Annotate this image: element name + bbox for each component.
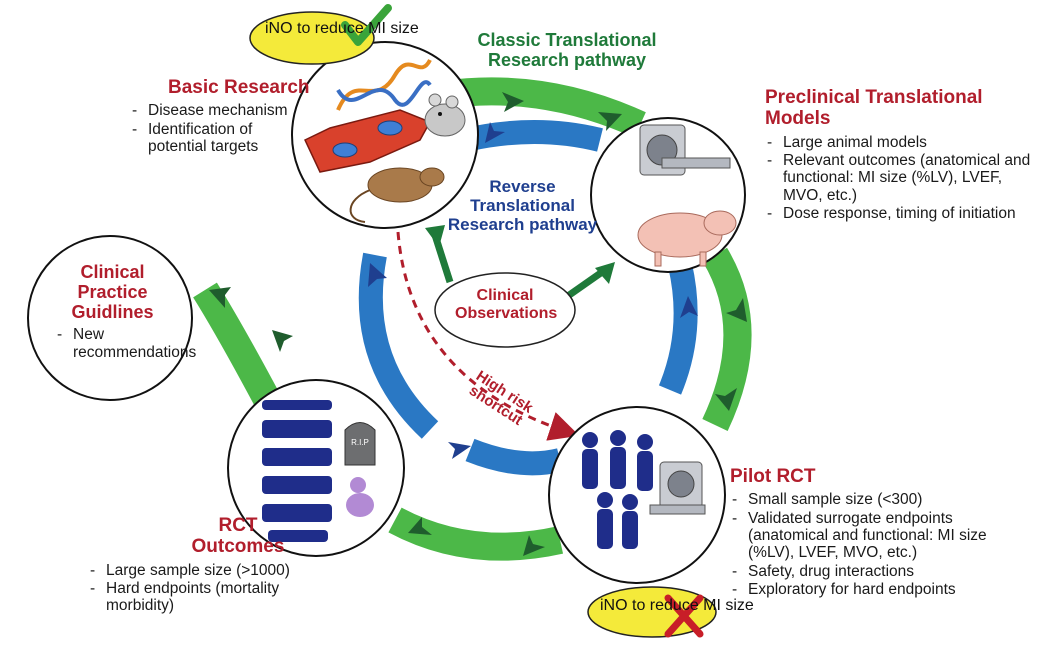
preclinical-block: Preclinical Translational Models Large a… xyxy=(765,87,1040,223)
list-item: Large animal models xyxy=(765,134,1040,152)
ino-callout-bottom xyxy=(587,586,717,638)
chevron-icon xyxy=(523,535,545,556)
x-mark-icon xyxy=(664,594,704,638)
high-risk-shortcut-arrow xyxy=(396,231,580,441)
clinical-observations-ellipse xyxy=(434,272,576,348)
ill-patient-icon xyxy=(346,477,374,517)
list-item: Small sample size (<300) xyxy=(730,491,1030,509)
chevron-icon xyxy=(209,287,231,308)
ino-bottom-label: iNO to reduce MI size xyxy=(600,597,754,614)
preclinical-title: Preclinical Translational Models xyxy=(765,87,983,130)
list-item: Large sample size (>1000) xyxy=(88,562,338,580)
chevron-icon xyxy=(726,298,747,322)
rct-outcomes-block: RCT Outcomes Large sample size (>1000) H… xyxy=(88,515,338,616)
list-item: Identification of potential targets xyxy=(130,121,298,156)
list-item: Hard endpoints (mortality morbidity) xyxy=(88,580,321,615)
list-item: Exploratory for hard endpoints xyxy=(730,581,1030,599)
clinical-observations-arrows xyxy=(425,225,615,301)
rat-icon xyxy=(349,167,445,223)
basic-research-title: Basic Research xyxy=(168,77,310,98)
chevron-icon xyxy=(715,388,737,411)
mouse-icon xyxy=(424,93,466,137)
clinical-practice-block: Clinical Practice Guidlines New recommen… xyxy=(55,262,196,362)
checkmark-icon xyxy=(341,4,392,46)
pilot-rct-block: Pilot RCT Small sample size (<300) Valid… xyxy=(730,466,1030,599)
tombstone-icon: R.I.P xyxy=(344,422,376,466)
list-item: Validated surrogate endpoints (anatomica… xyxy=(730,510,1023,562)
dna-helix-icon xyxy=(336,58,432,111)
reverse-pathway-label: Reverse Translational Research pathway xyxy=(447,177,598,235)
chevron-icon xyxy=(598,112,622,131)
list-item: New recommendations xyxy=(55,326,196,361)
classic-pathway-label: Classic Translational Research pathway xyxy=(477,30,657,71)
rct-outcomes-title: RCT Outcomes xyxy=(191,515,285,558)
classic-pathway-arrowheads xyxy=(209,92,747,556)
large-population-icon xyxy=(262,400,332,542)
mri-scanner-icon xyxy=(639,124,731,176)
list-item: Disease mechanism xyxy=(130,102,340,120)
chevron-icon xyxy=(368,263,387,287)
chevron-icon xyxy=(448,442,471,459)
patient-group-icon xyxy=(582,430,653,549)
cardiomyocyte-cell-icon xyxy=(304,109,432,173)
chevron-icon xyxy=(485,122,505,143)
pig-icon xyxy=(637,210,737,267)
chevron-icon xyxy=(680,296,698,318)
mri-scanner-icon xyxy=(649,461,706,515)
chevron-icon xyxy=(408,517,432,535)
ino-top-label: iNO to reduce MI size xyxy=(265,20,419,37)
list-item: Relevant outcomes (anatomical and functi… xyxy=(765,152,1043,204)
chevron-icon xyxy=(502,92,524,112)
pilot-rct-title: Pilot RCT xyxy=(730,466,816,487)
reverse-pathway-arrowheads xyxy=(368,122,698,459)
list-item: Dose response, timing of initiation xyxy=(765,205,1040,223)
list-item: Safety, drug interactions xyxy=(730,563,1030,581)
clinical-observations-label: Clinical Observations xyxy=(455,287,558,322)
svg-text:R.I.P: R.I.P xyxy=(351,438,369,447)
basic-research-block: Basic Research Disease mechanism Identif… xyxy=(130,77,340,156)
clinical-practice-title: Clinical Practice Guidlines xyxy=(71,262,154,323)
chevron-icon xyxy=(272,330,293,352)
